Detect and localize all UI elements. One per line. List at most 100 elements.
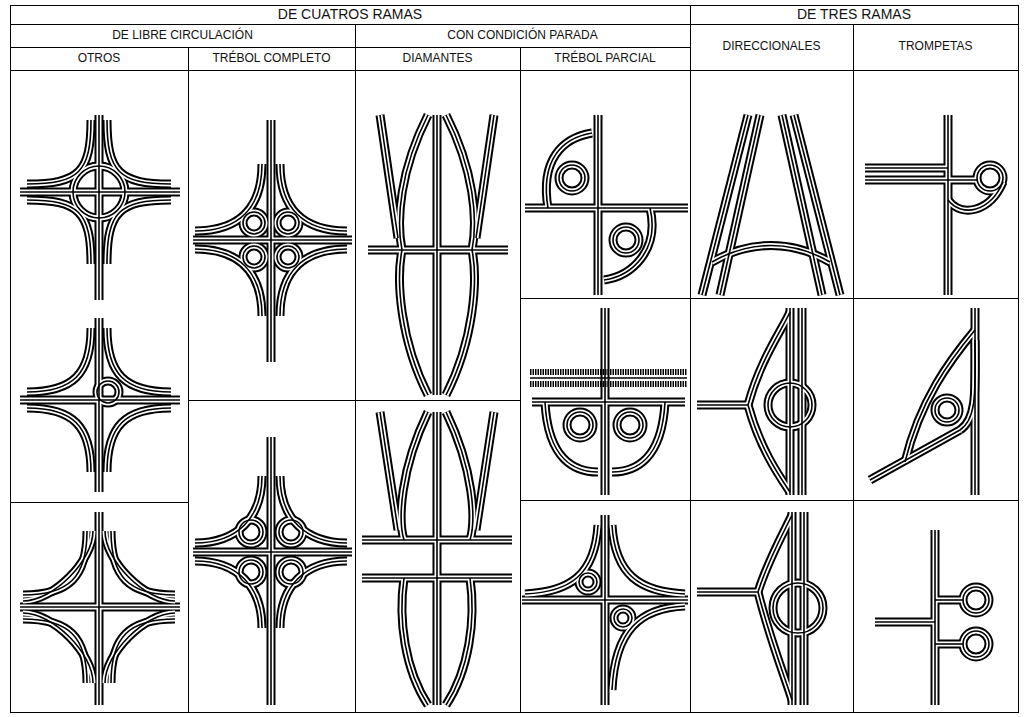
road bbox=[790, 512, 795, 705]
road bbox=[105, 531, 175, 601]
road-layer bbox=[20, 115, 180, 300]
table-header: DE TRES RAMAS bbox=[797, 7, 911, 22]
road bbox=[545, 402, 598, 472]
road-layer bbox=[875, 530, 989, 705]
interchange-drawing bbox=[697, 512, 823, 705]
road bbox=[446, 412, 473, 540]
road bbox=[758, 592, 792, 700]
road-layer bbox=[697, 308, 812, 495]
road bbox=[20, 191, 180, 193]
road bbox=[23, 531, 93, 601]
road bbox=[20, 190, 180, 195]
road bbox=[111, 531, 175, 595]
road bbox=[436, 115, 438, 395]
road bbox=[279, 560, 303, 584]
road bbox=[27, 200, 91, 264]
interchange-drawing bbox=[20, 318, 180, 492]
road bbox=[107, 328, 171, 392]
road bbox=[758, 515, 792, 592]
road bbox=[380, 115, 398, 238]
road-layer bbox=[522, 515, 688, 705]
road bbox=[612, 525, 685, 594]
road bbox=[280, 249, 347, 316]
road bbox=[111, 531, 175, 595]
road-layer bbox=[702, 115, 840, 295]
road bbox=[279, 520, 303, 544]
road bbox=[960, 340, 975, 430]
road bbox=[960, 340, 975, 430]
interchange-drawing bbox=[875, 530, 989, 705]
road bbox=[280, 561, 347, 628]
road bbox=[758, 592, 792, 700]
table-cell: OTROS bbox=[12, 48, 186, 69]
road bbox=[963, 587, 989, 613]
road bbox=[525, 525, 598, 594]
road bbox=[400, 115, 428, 250]
road bbox=[579, 573, 597, 591]
road bbox=[697, 404, 748, 406]
road bbox=[195, 561, 262, 628]
interchange-drawing bbox=[193, 437, 352, 705]
road bbox=[111, 619, 175, 683]
road-layer bbox=[193, 120, 352, 362]
road bbox=[758, 515, 792, 592]
road bbox=[875, 620, 935, 625]
road bbox=[105, 613, 175, 683]
road bbox=[865, 179, 978, 181]
road bbox=[27, 408, 91, 472]
road-layer bbox=[368, 115, 508, 395]
road bbox=[612, 402, 665, 472]
road bbox=[935, 398, 959, 422]
road bbox=[748, 312, 790, 405]
road bbox=[23, 619, 87, 683]
road bbox=[720, 115, 760, 295]
road bbox=[107, 120, 171, 184]
interchange-drawing bbox=[697, 308, 812, 495]
road bbox=[243, 246, 265, 268]
road-layer bbox=[870, 308, 975, 495]
road bbox=[446, 115, 474, 250]
road bbox=[794, 115, 840, 295]
road bbox=[27, 328, 91, 392]
road bbox=[476, 115, 494, 238]
table-header: CON CONDICIÓN PARADA bbox=[447, 29, 597, 42]
interchange-drawing bbox=[870, 308, 975, 495]
road bbox=[107, 408, 171, 472]
road bbox=[23, 613, 93, 683]
road bbox=[935, 598, 963, 603]
road-layer bbox=[525, 115, 688, 295]
road bbox=[193, 238, 352, 243]
road-layer bbox=[20, 318, 180, 492]
road bbox=[612, 606, 685, 690]
road bbox=[280, 164, 347, 231]
road bbox=[935, 642, 963, 647]
road bbox=[963, 631, 989, 657]
road bbox=[23, 613, 93, 683]
road bbox=[546, 133, 592, 208]
road bbox=[773, 583, 823, 633]
road bbox=[617, 412, 643, 438]
road bbox=[801, 308, 803, 495]
road bbox=[476, 115, 494, 238]
road bbox=[270, 120, 272, 362]
road bbox=[697, 591, 758, 593]
road bbox=[948, 182, 1003, 210]
road bbox=[107, 200, 171, 264]
road bbox=[279, 520, 303, 544]
road-layer bbox=[362, 412, 512, 705]
road bbox=[380, 115, 398, 238]
road bbox=[195, 476, 262, 543]
road bbox=[280, 561, 347, 628]
column-line bbox=[189, 5, 854, 712]
road bbox=[27, 328, 91, 392]
road bbox=[613, 227, 639, 253]
table-cell: DIRECCIONALES bbox=[692, 25, 851, 69]
road bbox=[604, 515, 606, 705]
road bbox=[446, 115, 474, 250]
road bbox=[380, 412, 398, 530]
road bbox=[280, 561, 347, 628]
road bbox=[111, 531, 175, 595]
road bbox=[243, 212, 265, 234]
